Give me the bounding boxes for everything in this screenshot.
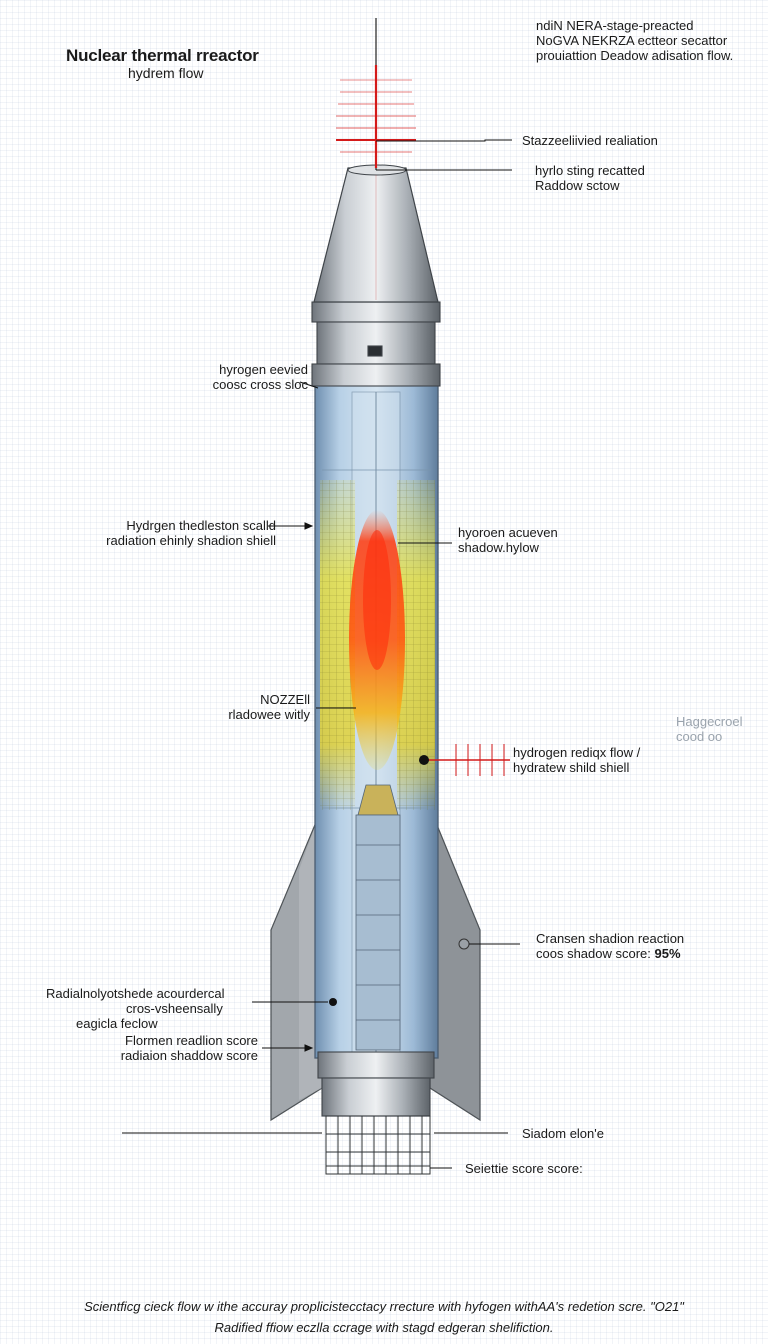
score-label: coos shadow score: [536, 946, 651, 961]
fin-dot [458, 938, 470, 950]
leader-lines [122, 139, 520, 1169]
label-hydrogen-cross-line1: hyrogen eevied [219, 362, 308, 377]
label-hydrogen-shadow-line2: shadow.hylow [458, 540, 539, 555]
label-faint-side-line2: cood oo [676, 729, 723, 744]
label-cransen-shadion-line1: Cransen shadion reaction [536, 931, 685, 946]
label-nozzle-line1: NOZZEll [260, 692, 310, 707]
label-cransen-shadion-line2: coos shadow score: 95% [536, 946, 684, 961]
marker-dot [419, 755, 429, 765]
label-nozzle-line2: rladowee witly [228, 707, 310, 722]
header-note-line3: prouiattion Deadow adisation flow. [536, 48, 734, 63]
label-siadom: Siadom elon'e [522, 1126, 604, 1141]
label-hydrogen-redion-line1: hydrogen rediqx flow / [513, 745, 641, 760]
caption-line2: Radified ffiow eczlla ccrage with stagd … [214, 1320, 554, 1335]
label-radial-shade: Radialnolyotshede acourdercal cros-vshee… [46, 986, 225, 1031]
label-hydrogen-shield-line2: radiation ehinly shadion shiell [106, 533, 276, 548]
label-hydrogen-cross-line2: coosc cross sloc [212, 377, 308, 392]
label-hydrogen-shadow: hyoroen acueven shadow.hylow [458, 525, 558, 555]
radiation-marker-side [424, 744, 510, 776]
radiation-marker-top [336, 18, 416, 170]
nozzle-stack [355, 784, 401, 1051]
figure-caption: Scientficg cieck flow w ithe accuray pro… [0, 1296, 768, 1338]
label-radial-shade-line3: eagicla feclow [76, 1016, 158, 1031]
label-hydrogen-shield-line1: Hydrgen thedleston scalld [126, 518, 276, 533]
label-hydro-string: hyrlo sting recatted Raddow sctow [535, 163, 645, 193]
label-flormen-line1: Flormen readlion score [125, 1033, 258, 1048]
label-faint-side-line1: Haggecroel [676, 714, 743, 729]
label-hydrogen-shield: Hydrgen thedleston scalld radiation ehin… [106, 518, 276, 548]
label-flormen: Flormen readlion score radiaion shaddow … [121, 1033, 258, 1063]
label-radial-shade-line2: cros-vsheensally [126, 1001, 223, 1016]
label-nozzle: NOZZEll rladowee witly [228, 692, 310, 722]
tank-dot [329, 998, 337, 1006]
engine-base [317, 1051, 435, 1117]
label-hydro-string-line2: Raddow sctow [535, 178, 620, 193]
label-faint-side: Haggecroel cood oo [676, 714, 743, 744]
diagram-subtitle: hydrem flow [128, 65, 204, 81]
label-seiettie: Seiettie score score: [465, 1161, 583, 1176]
score-value: 95% [654, 946, 681, 961]
caption-line1: Scientficg cieck flow w ithe accuray pro… [84, 1299, 684, 1314]
header-note-line2: NoGVA NEKRZA ectteor secattor [536, 33, 728, 48]
label-radial-shade-line1: Radialnolyotshede acourdercal [46, 986, 225, 1001]
label-flormen-line2: radiaion shaddow score [120, 1048, 258, 1063]
label-hydrogen-redion: hydrogen rediqx flow / hydratew shild sh… [513, 745, 640, 775]
header-note: ndiN NERA-stage-preacted NoGVA NEKRZA ec… [536, 18, 733, 63]
header-note-line1: ndiN NERA-stage-preacted [536, 18, 694, 33]
diagram-title: Nuclear thermal rreactor [66, 46, 259, 65]
label-staged-radiation: Stazzeeliivied realiation [522, 133, 658, 148]
label-hydrogen-shadow-line1: hyoroen acueven [458, 525, 558, 540]
label-hydrogen-cross: hyrogen eevied coosc cross sloc [213, 362, 308, 392]
label-hydrogen-redion-line2: hydratew shild shiell [513, 760, 630, 775]
label-hydro-string-line1: hyrlo sting recatted [535, 163, 645, 178]
label-cransen-shadion: Cransen shadion reaction coos shadow sco… [536, 931, 684, 961]
engine-cage [325, 1115, 431, 1175]
upper-collar [311, 301, 441, 387]
